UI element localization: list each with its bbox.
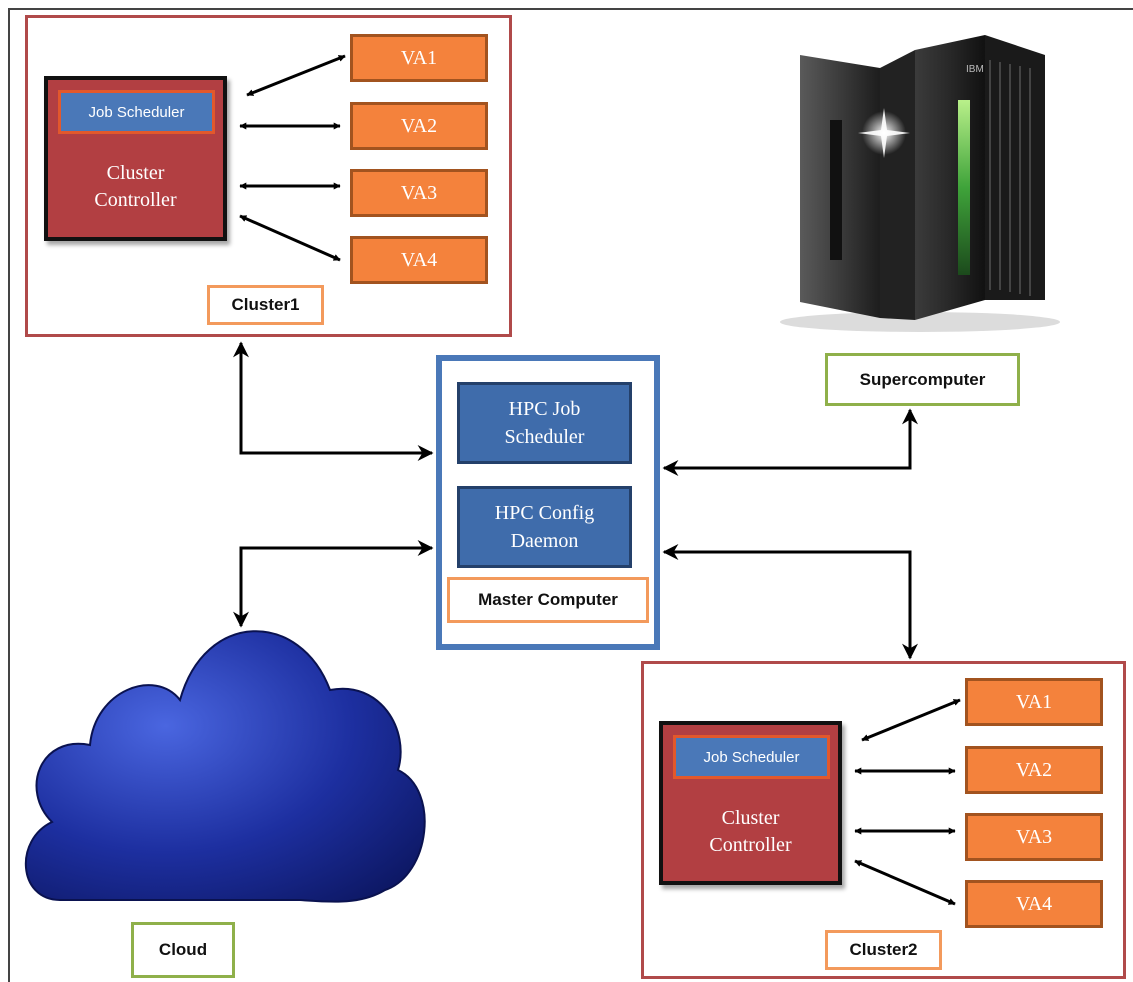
cluster2-job-scheduler: Job Scheduler — [673, 735, 830, 779]
cluster1-va4-label: VA4 — [400, 248, 438, 271]
cluster1-controller: Job Scheduler Cluster Controller — [44, 76, 227, 241]
cloud-tag-label: Cloud — [158, 940, 208, 959]
cluster1-controller-label: Cluster Controller — [94, 162, 177, 211]
frame-left-border — [8, 8, 10, 982]
cloud-image — [24, 630, 426, 903]
cluster1-va2: VA2 — [350, 102, 488, 150]
arrow-c1-va1 — [246, 54, 346, 97]
cluster1-va1: VA1 — [350, 34, 488, 82]
cluster1-tag-label: Cluster1 — [231, 295, 300, 314]
arrow-master-supercomputer — [662, 408, 918, 476]
hpc-job-scheduler-label: HPC Job Scheduler — [504, 398, 585, 448]
cluster2-controller-label: Cluster Controller — [709, 807, 792, 856]
supercomputer-tag-label: Supercomputer — [859, 369, 986, 389]
cluster1-va1-label: VA1 — [400, 46, 438, 69]
cluster2-va2: VA2 — [965, 746, 1103, 794]
cluster2-va4-label: VA4 — [1015, 892, 1053, 915]
cluster2-tag: Cluster2 — [825, 930, 942, 970]
cluster1-va3-label: VA3 — [400, 181, 438, 204]
master-computer-tag: Master Computer — [447, 577, 649, 623]
arrow-cloud-master — [233, 540, 434, 628]
cluster2-va2-label: VA2 — [1015, 758, 1053, 781]
hpc-config-daemon-label: HPC Config Daemon — [494, 502, 595, 552]
cluster1-va3: VA3 — [350, 169, 488, 217]
supercomputer-image: IBM — [780, 35, 1060, 332]
cluster2-va1: VA1 — [965, 678, 1103, 726]
cluster2-va3: VA3 — [965, 813, 1103, 861]
supercomputer-tag: Supercomputer — [825, 353, 1020, 406]
frame-top-border — [8, 8, 1133, 10]
master-computer-tag-label: Master Computer — [478, 590, 618, 609]
hpc-config-daemon: HPC Config Daemon — [457, 486, 632, 568]
cluster1-arrows — [239, 54, 346, 262]
arrow-cluster1-master — [233, 341, 434, 461]
arrow-c2-va4 — [854, 859, 956, 906]
cluster1-tag: Cluster1 — [207, 285, 324, 325]
cluster2-va3-label: VA3 — [1015, 825, 1053, 848]
cluster2-tag-label: Cluster2 — [849, 940, 918, 959]
cluster1-va2-label: VA2 — [400, 114, 438, 137]
cluster1-job-scheduler: Job Scheduler — [58, 90, 215, 134]
cloud-tag: Cloud — [131, 922, 235, 978]
cluster2-va4: VA4 — [965, 880, 1103, 928]
supercomputer-brand: IBM — [966, 64, 984, 75]
cluster2-arrows — [854, 698, 961, 906]
cluster1-va4: VA4 — [350, 236, 488, 284]
hpc-job-scheduler: HPC Job Scheduler — [457, 382, 632, 464]
arrow-c1-va4 — [239, 214, 341, 262]
arrow-master-cluster2 — [662, 544, 918, 660]
cluster2-job-scheduler-label: Job Scheduler — [703, 748, 800, 766]
cluster2-controller: Job Scheduler Cluster Controller — [659, 721, 842, 885]
cluster1-job-scheduler-label: Job Scheduler — [88, 103, 185, 121]
master-connections — [233, 341, 918, 660]
cluster2-va1-label: VA1 — [1015, 690, 1053, 713]
arrow-c2-va1 — [861, 698, 961, 742]
